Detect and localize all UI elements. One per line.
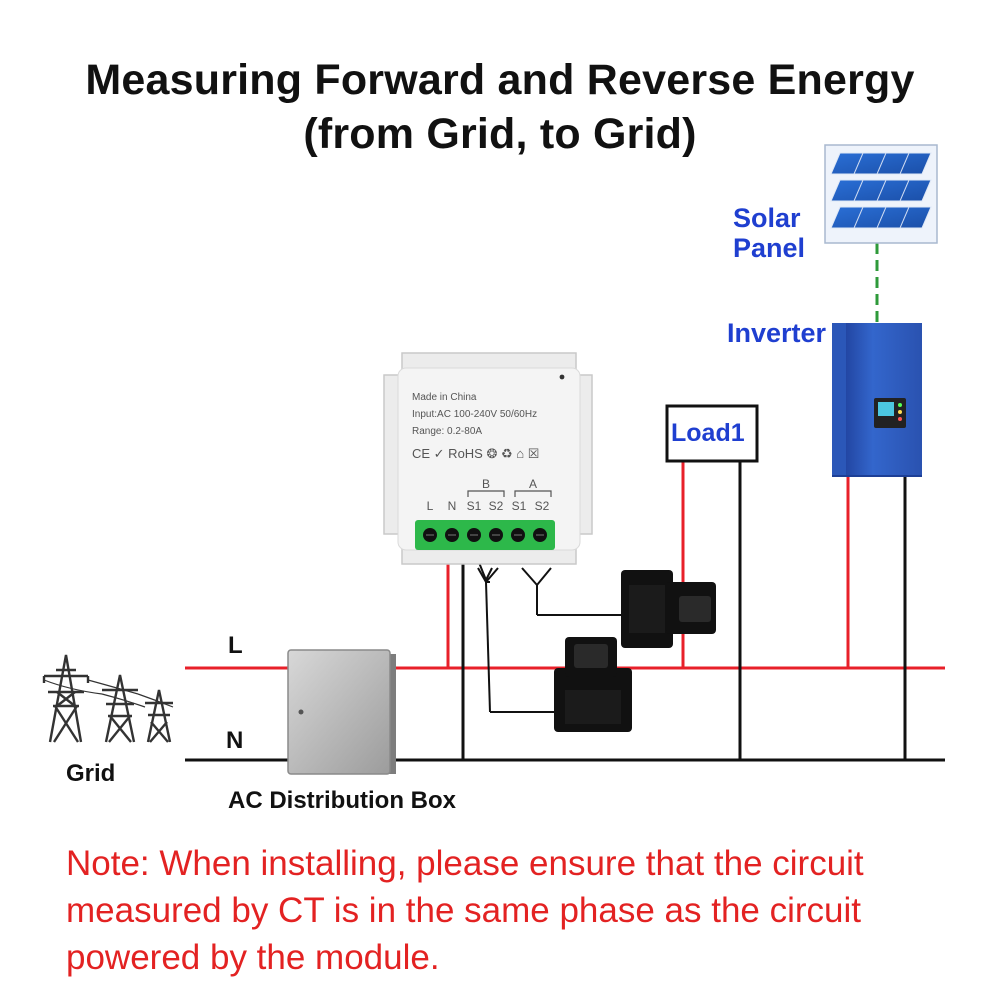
solar-panel-label-line1: Solar xyxy=(733,203,801,233)
inverter-icon xyxy=(832,323,922,477)
module-cert-marks: CE ✓ RoHS ❂ ♻ ⌂ ☒ xyxy=(412,446,539,461)
module-label-text: Made in China Input:AC 100-240V 50/60Hz … xyxy=(412,392,550,513)
current-transformer-b xyxy=(554,637,632,732)
module-terminal-n: N xyxy=(448,499,457,513)
note-text: When installing, please ensure that the … xyxy=(66,844,864,977)
distribution-box-label: AC Distribution Box xyxy=(228,787,456,814)
module-group-a: A xyxy=(529,477,537,491)
transmission-towers-icon xyxy=(42,654,174,743)
solar-panel-label-line2: Panel xyxy=(733,233,806,263)
inverter-label: Inverter xyxy=(727,318,827,348)
line-n-label: N xyxy=(226,727,244,754)
module-terminal-l: L xyxy=(427,499,434,513)
solar-panel-icon xyxy=(824,144,938,244)
module-group-b: B xyxy=(482,477,490,491)
load-label: Load1 xyxy=(671,419,745,447)
module-terminal-a-s2: S2 xyxy=(535,499,550,513)
module-terminal-b-s1: S1 xyxy=(467,499,482,513)
title-line-1: Measuring Forward and Reverse Energy xyxy=(85,56,915,104)
smart-meter-module xyxy=(383,352,593,565)
current-transformer-a xyxy=(621,570,716,648)
grid-label: Grid xyxy=(66,760,116,787)
module-terminal-a-s1: S1 xyxy=(512,499,527,513)
module-range: Range: 0.2-80A xyxy=(412,426,482,437)
ct-b-wires xyxy=(477,559,556,713)
ac-distribution-box xyxy=(287,649,396,775)
note-prefix: Note: xyxy=(66,844,150,883)
load-box xyxy=(665,404,759,463)
module-terminal-b-s2: S2 xyxy=(489,499,504,513)
title-line-2: (from Grid, to Grid) xyxy=(303,110,697,158)
line-l-label: L xyxy=(228,632,243,659)
ct-a-wires xyxy=(521,567,622,616)
module-made-in: Made in China xyxy=(412,392,477,403)
installation-note: Note: When installing, please ensure tha… xyxy=(66,840,946,981)
module-input-rating: Input:AC 100-240V 50/60Hz xyxy=(412,409,537,420)
